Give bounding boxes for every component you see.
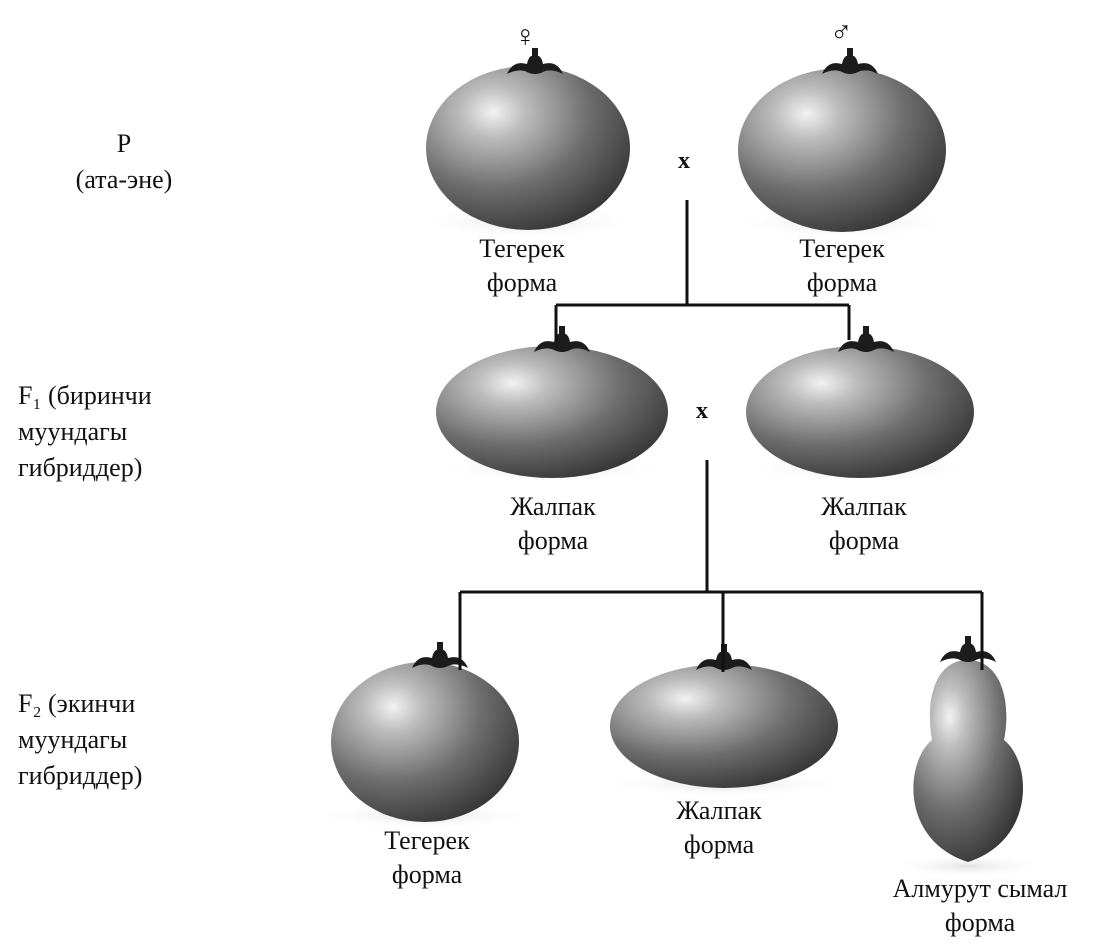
cross-sign-p: x [678,148,690,175]
fruit-f1-left [434,326,670,482]
caption-p-male: Тегерек форма [782,232,902,300]
caption-f1-left: Жалпак форма [488,490,618,558]
male-symbol-icon: ♂ [830,18,853,48]
cross-sign-f1: x [696,398,708,425]
generation-label-p: P (ата-эне) [74,126,174,198]
caption-f2-pear: Алмурут сымал форма [880,872,1080,940]
caption-f2-round: Тегерек форма [362,824,492,892]
fruit-p-female [418,48,638,240]
caption-f2-flat: Жалпак форма [654,794,784,862]
generation-label-f1: F₁ (биринчи муундагы гибриддер) [18,378,152,486]
female-symbol-icon: ♀ [514,22,537,52]
fruit-f2-round [313,642,537,830]
caption-f1-right: Жалпак форма [799,490,929,558]
fruit-f1-right [742,326,978,482]
fruit-f2-pear [888,636,1048,878]
fruit-p-male [732,48,952,240]
caption-p-female: Тегерек форма [462,232,582,300]
generation-label-f2: F₂ (экинчи муундагы гибриддер) [18,686,142,794]
